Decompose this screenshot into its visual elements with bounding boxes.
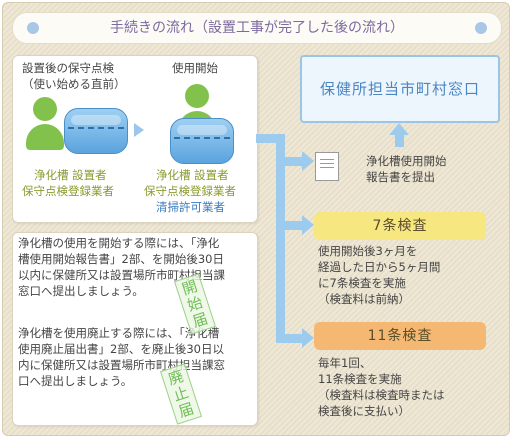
right-role-maintenance: 保守点検登録業者 [144,184,236,198]
person-body-icon [26,124,64,150]
start-note-line: 以内に保健所又は設置場所市町村担当課 [18,268,225,282]
inspection7-desc: に7条検査を実施 [318,276,406,290]
page-title-text: 手続きの流れ（設置工事が完了した後の流れ） [110,20,404,36]
inspection7-desc: 経過した日から5ヶ月間 [318,260,441,274]
connector-pipe [276,134,285,343]
inspection7-label: 7条検査 [314,212,486,240]
inspection11-label: 11条検査 [314,322,486,350]
septic-tank-icon [170,118,234,164]
inspection7-desc: 使用開始後3ヶ月を [318,244,418,258]
start-note-line: 窓口へ提出しましょう。 [18,284,144,298]
bullet-dot-icon [475,22,487,34]
page-title: 手続きの流れ（設置工事が完了した後の流れ） [12,12,502,44]
inspection11-desc: 毎年1回、 [318,356,372,370]
septic-tank-icon [64,108,128,154]
arrow-right-icon [302,151,314,171]
connector-pipe [256,134,285,143]
arrow-right-icon [302,328,314,348]
right-role-cleaning: 清掃許可業者 [156,200,225,214]
person-icon [33,97,57,121]
inspection11-desc: （検査料は検査時または [318,388,445,402]
inspection7-desc: （検査料は前納） [318,292,410,306]
end-note-line: 口へ提出しましょう。 [18,374,133,388]
report-line: 報告書を提出 [366,170,435,184]
maintenance-subheading: （使い始める直前） [22,77,126,91]
usage-start-heading: 使用開始 [172,61,218,75]
connector-pipe [285,334,302,343]
inspection11-desc: 11条検査を実施 [318,372,402,386]
connector-pipe [285,157,302,166]
start-note-line: 浄化槽の使用を開始する際には、「浄化 [18,236,220,250]
person-icon [185,84,209,108]
end-note-line: 内に保健所又は設置場所市町村担当課窓 [18,358,225,372]
connector-pipe [395,135,404,147]
connector-pipe [285,221,302,230]
inspection11-desc: 検査後に支払い） [318,404,410,418]
report-line: 浄化槽使用開始 [366,154,447,168]
bullet-dot-icon [27,22,39,34]
arrow-right-icon [302,215,314,235]
start-note-line: 槽使用開始報告書」2部、を開始後30日 [18,252,224,266]
left-role-owner: 浄化槽 設置者 [34,168,107,182]
maintenance-heading: 設置後の保守点検 [22,61,114,75]
notes-panel [12,232,258,426]
left-role-maintenance: 保守点検登録業者 [22,184,114,198]
arrow-right-icon [134,123,144,137]
end-note-line: 使用廃止届出書」2部、を廃止後30日以 [18,342,224,356]
arrow-up-icon [389,123,409,135]
right-role-owner: 浄化槽 設置者 [156,168,229,182]
end-note-line: 浄化槽を使用廃止する際には、「浄化槽 [18,326,220,340]
report-document-icon [315,152,339,181]
health-office-box: 保健所担当市町村窓口 [300,55,500,123]
